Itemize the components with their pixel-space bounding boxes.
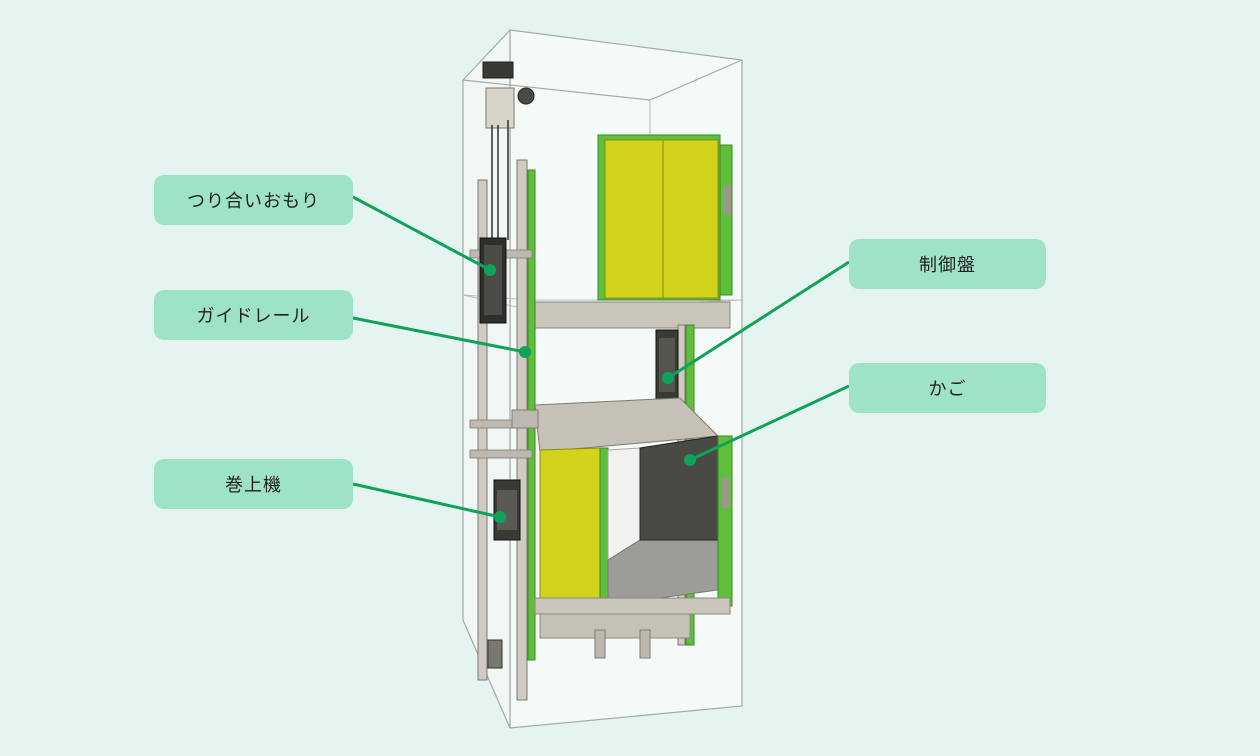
car-door-jamb — [599, 447, 609, 614]
upper-door-right — [662, 139, 719, 299]
guide-rail-left — [477, 179, 488, 681]
leader-car — [689, 384, 850, 462]
upper-door-left — [604, 139, 664, 299]
label-hoist: 巻上機 — [154, 459, 353, 509]
leader-guide-rail — [352, 316, 526, 354]
dot-counterweight — [484, 264, 496, 276]
leader-dots — [484, 264, 696, 523]
top-beam — [482, 61, 514, 79]
car-front-jamb — [717, 435, 733, 607]
car-bottom-beam — [639, 629, 651, 659]
hoist-motor — [497, 490, 517, 530]
car-roof-edge — [511, 409, 539, 429]
car-front-hinge — [722, 478, 730, 508]
leader-hoist — [352, 482, 501, 519]
label-counterweight: つり合いおもり — [154, 175, 353, 225]
rail-bracket — [469, 449, 533, 459]
car-bottom-beam — [594, 629, 606, 659]
upper-floor-slab — [462, 294, 743, 311]
leader-control-panel — [667, 260, 850, 380]
label-control-panel: 制御盤 — [849, 239, 1046, 289]
top-sheave-housing — [485, 87, 515, 129]
counterweight-block — [484, 245, 502, 315]
dot-control-panel — [662, 372, 674, 384]
car-apron — [539, 613, 691, 639]
dot-car — [684, 454, 696, 466]
upper-door-hinge — [723, 185, 731, 215]
leader-counterweight — [352, 195, 491, 272]
dot-hoist — [494, 511, 506, 523]
car-sill — [534, 597, 731, 615]
buffer — [487, 639, 503, 669]
label-car: かご — [849, 363, 1046, 413]
guide-rail-main — [516, 159, 528, 701]
car-side-panel — [539, 447, 601, 613]
dot-guide-rail — [519, 346, 531, 358]
top-sheave — [517, 87, 535, 105]
label-guide-rail: ガイドレール — [154, 290, 353, 340]
leader-lines — [352, 195, 850, 519]
upper-landing-sill — [529, 301, 731, 329]
upper-door-jamb — [719, 144, 733, 296]
